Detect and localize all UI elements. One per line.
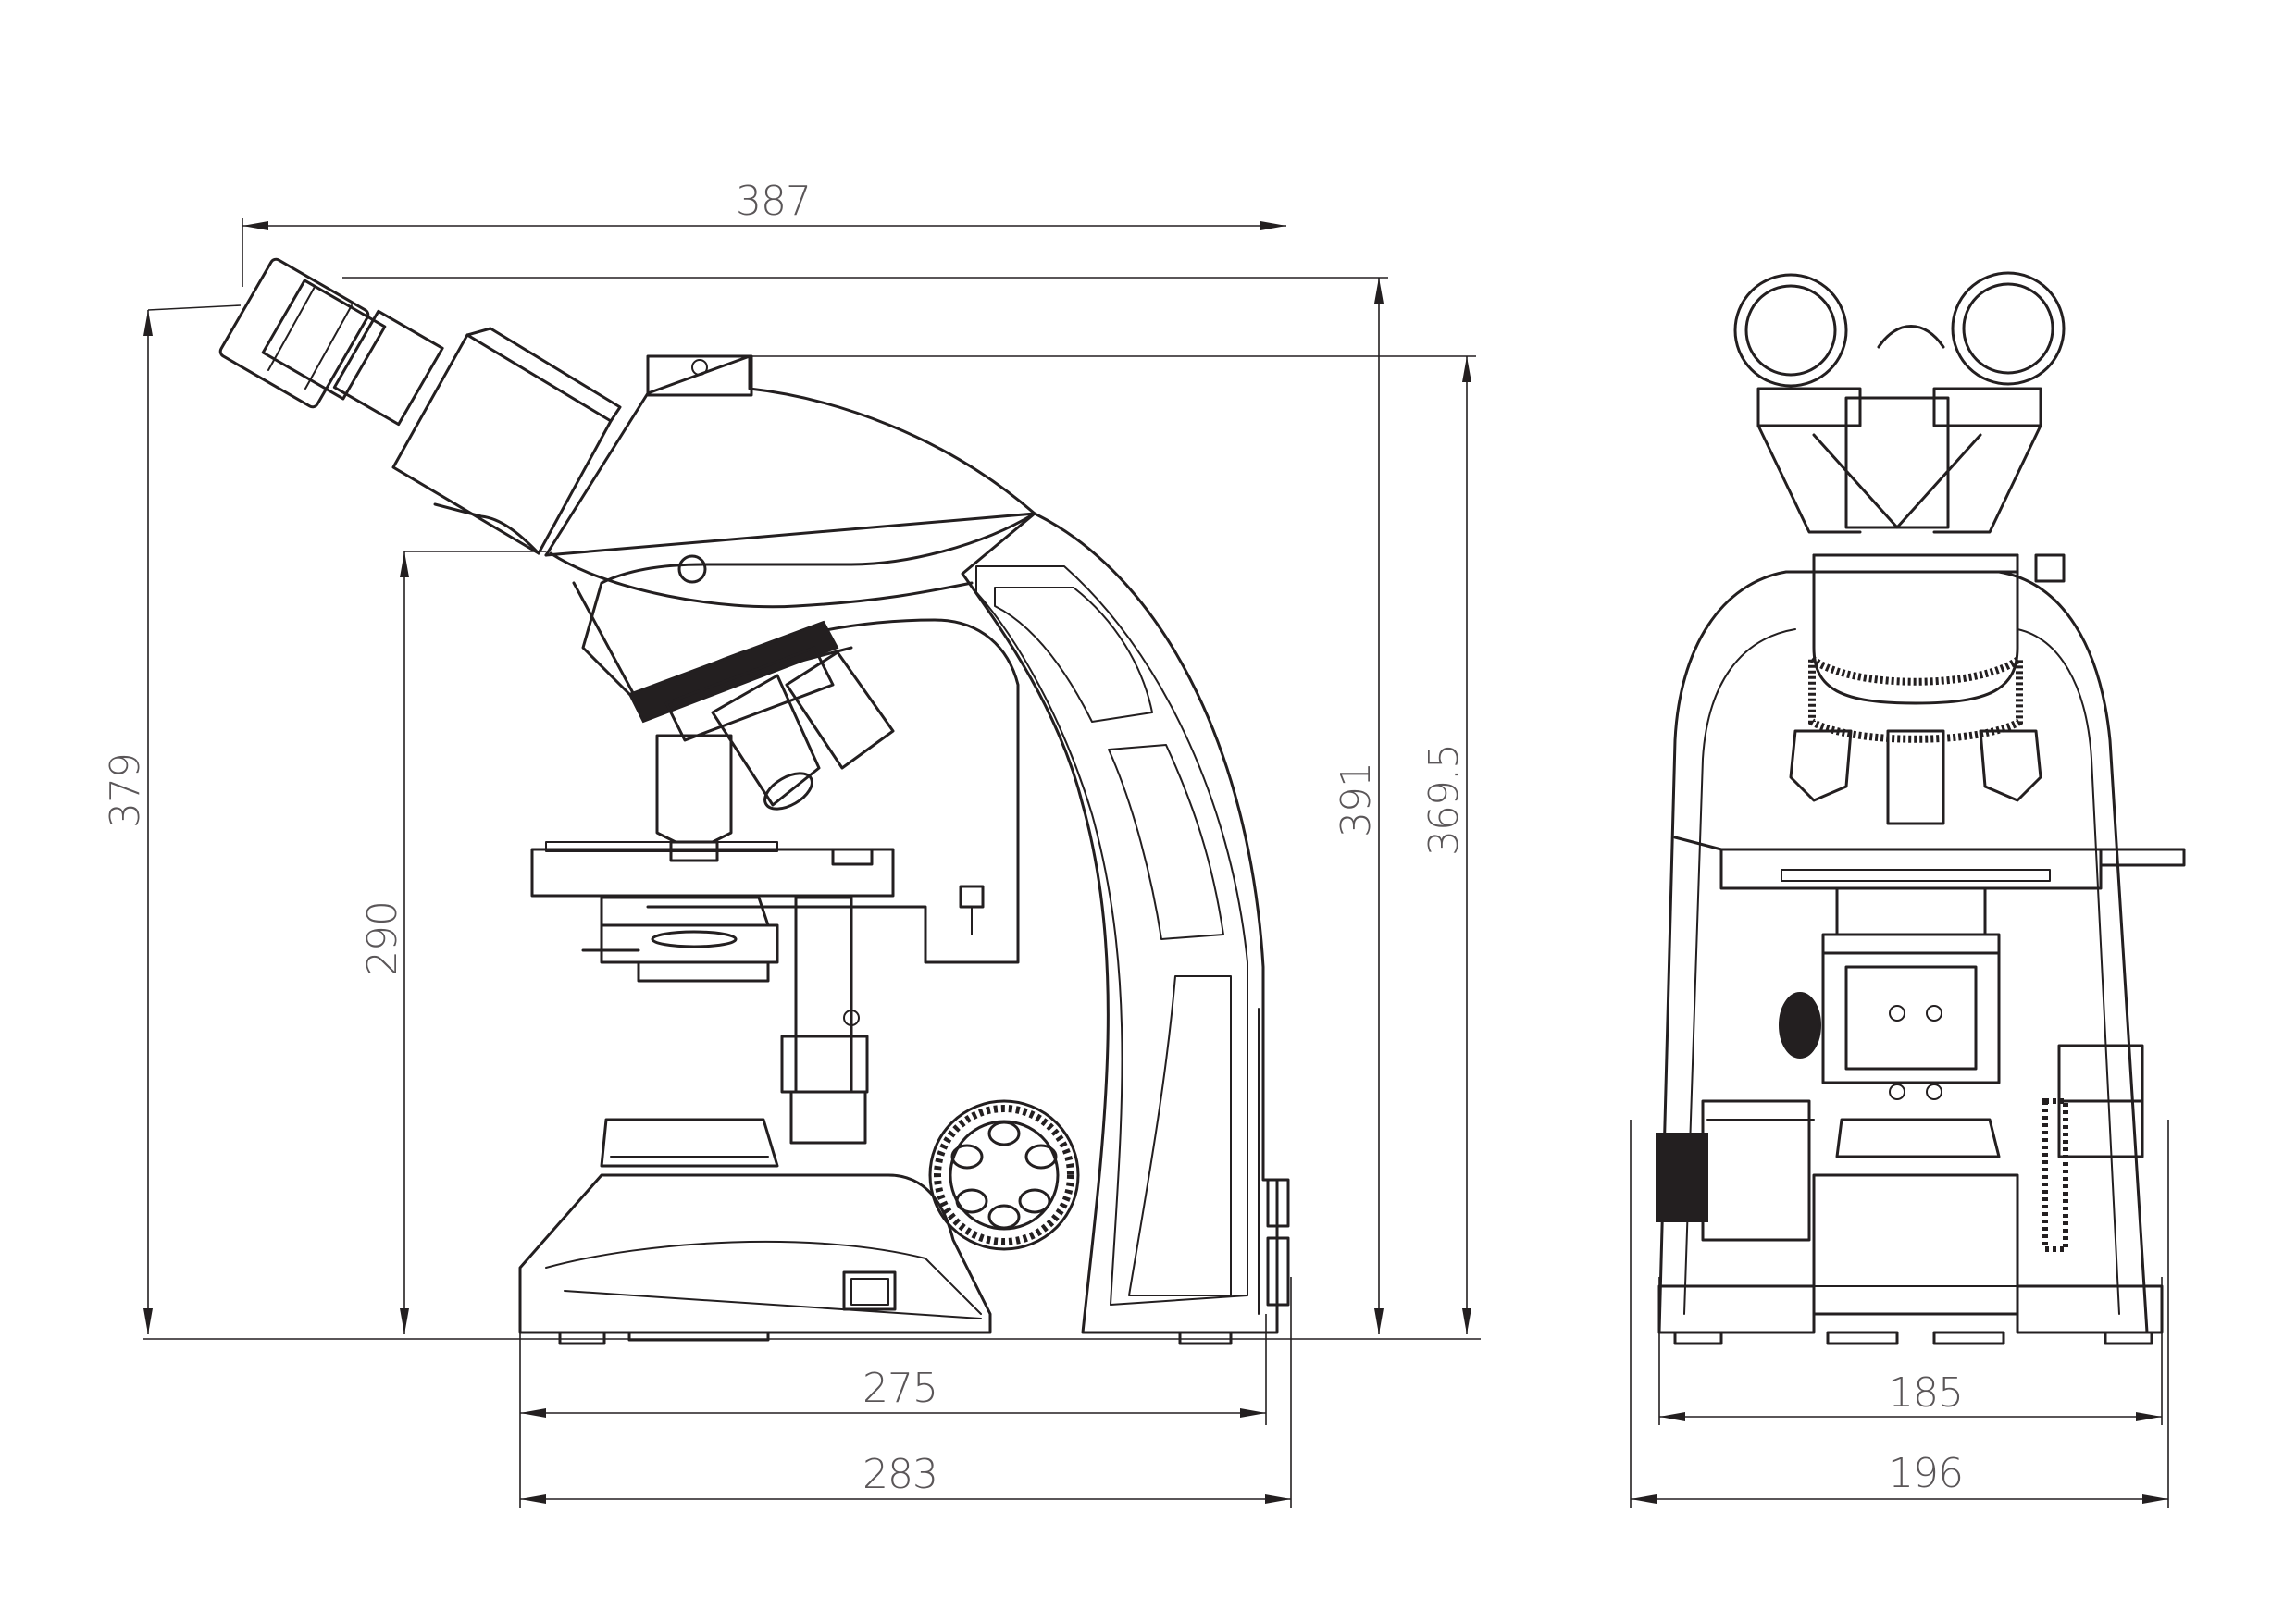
front-left-focus-knob [1656,992,1821,1242]
dim-label-283: 283 [863,1451,937,1498]
dim-label-185: 185 [1888,1369,1963,1417]
dimension-lines [143,218,2169,1508]
dim-label-196: 196 [1888,1450,1963,1497]
nosepiece-ring [627,620,839,742]
side-view-microscope [218,257,1290,1345]
dim-label-290: 290 [359,901,406,976]
dim-label-387: 387 [736,178,811,225]
dim-label-391: 391 [1333,762,1380,837]
front-view-microscope [1656,271,2186,1345]
dim-label-275: 275 [863,1365,937,1412]
dim-label-379: 379 [102,753,149,828]
focus-knob [928,1099,1080,1251]
dim-label-369-5: 369.5 [1421,744,1468,856]
